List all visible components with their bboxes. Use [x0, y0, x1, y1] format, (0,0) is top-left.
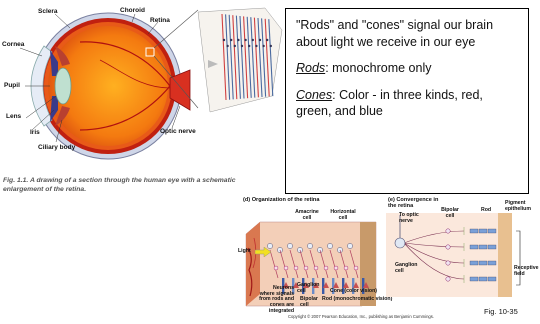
rods-term: Rods: [296, 61, 325, 75]
rods-cones-callout: "Rods" and "cones" signal our brain abou…: [285, 8, 529, 194]
label-choroid: Choroid: [120, 8, 145, 15]
callout-intro: "Rods" and "cones" signal our brain abou…: [296, 17, 518, 50]
label-optic-nerve: Optic nerve: [160, 129, 196, 136]
label-neurons-integrated: Neurons where signals from rods and cone…: [258, 286, 294, 315]
label-cornea: Cornea: [2, 42, 24, 49]
label-sclera: Sclera: [38, 9, 58, 16]
figure-reference: Fig. 10-35: [484, 307, 518, 316]
label-conv-bipolar: Bipolar cell: [439, 208, 461, 219]
label-conv-ganglion: Ganglion cell: [395, 263, 417, 274]
ganglion-cell-shape: [395, 238, 405, 248]
callout-cones: Cones: Color - in three kinds, red, gree…: [296, 87, 518, 120]
label-pupil: Pupil: [4, 83, 20, 90]
copyright-notice: Copyright © 2007 Pearson Education, Inc.…: [288, 314, 434, 319]
label-lens: Lens: [6, 114, 21, 121]
label-pigment-epithelium: Pigment epithelium: [505, 201, 535, 212]
label-iris: Iris: [30, 130, 40, 137]
retina-panel-title: (d) Organization of the retina: [243, 197, 319, 203]
label-rod: Rod (monochromatic vision): [322, 297, 392, 303]
label-horizontal: Horizontal cell: [328, 210, 358, 221]
label-ciliary-body: Ciliary body: [38, 145, 75, 152]
retina-enlargement: [198, 8, 282, 112]
convergence-diagram: [386, 213, 526, 297]
label-conv-rod: Rod: [481, 208, 491, 214]
label-retina: Retina: [150, 18, 170, 25]
rods-desc: : monochrome only: [325, 61, 431, 75]
label-bipolar: Bipolar cell: [300, 297, 322, 308]
label-light: Light: [238, 249, 251, 255]
lens-shape: [55, 68, 71, 104]
callout-rods: Rods: monochrome only: [296, 60, 518, 77]
figure-caption: Fig. 1.1. A drawing of a section through…: [3, 176, 265, 194]
label-to-optic-nerve: To optic nerve: [399, 213, 421, 224]
label-cone: Cone (color vision): [330, 289, 377, 295]
label-ganglion: Ganglion cell: [297, 283, 319, 294]
label-receptive-field: Receptive field: [514, 266, 538, 277]
label-amacrine: Amacrine cell: [292, 210, 322, 221]
cones-term: Cones: [296, 88, 332, 102]
light-arrow-icon: [255, 247, 271, 257]
